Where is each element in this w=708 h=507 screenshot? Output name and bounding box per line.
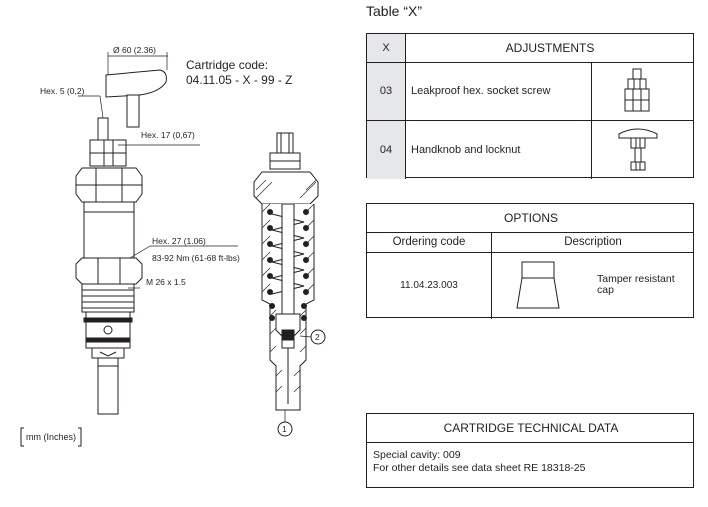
dim-hex17-label: Hex. 17 (0,67)	[141, 130, 195, 140]
cartridge-code-value: 04.11.05 - X - 99 - Z	[186, 73, 293, 87]
option-row-description-line1: Tamper resistant	[597, 273, 675, 285]
cartridge-drawing	[75, 52, 326, 437]
option-row-description-cell: Tamper resistant cap	[597, 270, 695, 300]
option-row-code-cell: 11.04.23.003	[367, 252, 491, 319]
options-col-ordering-cell: Ordering code	[367, 232, 491, 252]
options-title-cell: OPTIONS	[367, 204, 695, 232]
tamper-cap-icon	[516, 261, 560, 309]
technical-data-title-cell: CARTRIDGE TECHNICAL DATA	[367, 414, 695, 442]
options-table: OPTIONS Ordering code Description 11.04.…	[366, 203, 695, 319]
hex-socket-screw-icon	[624, 68, 650, 112]
adjustments-header-cell: ADJUSTMENTS	[405, 34, 695, 62]
adjustment-row-code: 03	[379, 85, 393, 97]
options-title: OPTIONS	[503, 211, 558, 225]
table-x-title: Table “X”	[366, 3, 423, 19]
adjustment-row-code-cell: 03	[367, 62, 405, 120]
cartridge-code-label: Cartridge code:	[186, 58, 269, 72]
adjustments-table: X ADJUSTMENTS 03 Leakproof hex. socket s…	[366, 33, 695, 179]
units-bracket-icon	[20, 427, 82, 447]
adjustments-header-x: X	[382, 42, 390, 54]
adjustments-header-x-cell: X	[367, 34, 405, 62]
callout-1: 1	[282, 424, 287, 434]
dim-thread-label: M 26 x 1.5	[146, 277, 186, 287]
technical-data-cavity: Special cavity: 009	[373, 449, 461, 461]
technical-data-details: For other details see data sheet RE 1831…	[373, 462, 586, 474]
dim-diameter-label: Ø 60 (2.36)	[113, 45, 156, 55]
adjustment-row-label-cell: Handknob and locknut	[411, 120, 591, 179]
dim-hex27-label: Hex. 27 (1.06)	[152, 236, 206, 246]
units-note: mm (Inches)	[20, 427, 82, 447]
dim-hex5-label: Hex. 5 (0,2)	[40, 86, 85, 96]
adjustments-header: ADJUSTMENTS	[505, 41, 595, 55]
options-col-description: Description	[564, 236, 622, 248]
technical-data-table: CARTRIDGE TECHNICAL DATA Special cavity:…	[366, 413, 694, 488]
adjustment-row-label: Leakproof hex. socket screw	[411, 85, 551, 97]
adjustment-row-label: Handknob and locknut	[411, 143, 521, 156]
options-col-description-cell: Description	[491, 232, 695, 252]
units-note-text: mm (Inches)	[25, 432, 76, 442]
callout-2: 2	[315, 332, 320, 342]
technical-data-title: CARTRIDGE TECHNICAL DATA	[443, 421, 619, 435]
dim-torque-label: 83-92 Nm (61-68 ft-lbs)	[152, 253, 240, 263]
option-row-code: 11.04.23.003	[400, 280, 458, 291]
handknob-locknut-icon	[618, 128, 658, 171]
adjustment-row-code: 04	[379, 143, 393, 156]
adjustment-row-label-cell: Leakproof hex. socket screw	[411, 62, 591, 120]
option-row-description-line2: cap	[597, 284, 614, 296]
adjustment-row-code-cell: 04	[367, 120, 405, 179]
options-col-ordering-code: Ordering code	[392, 236, 466, 248]
